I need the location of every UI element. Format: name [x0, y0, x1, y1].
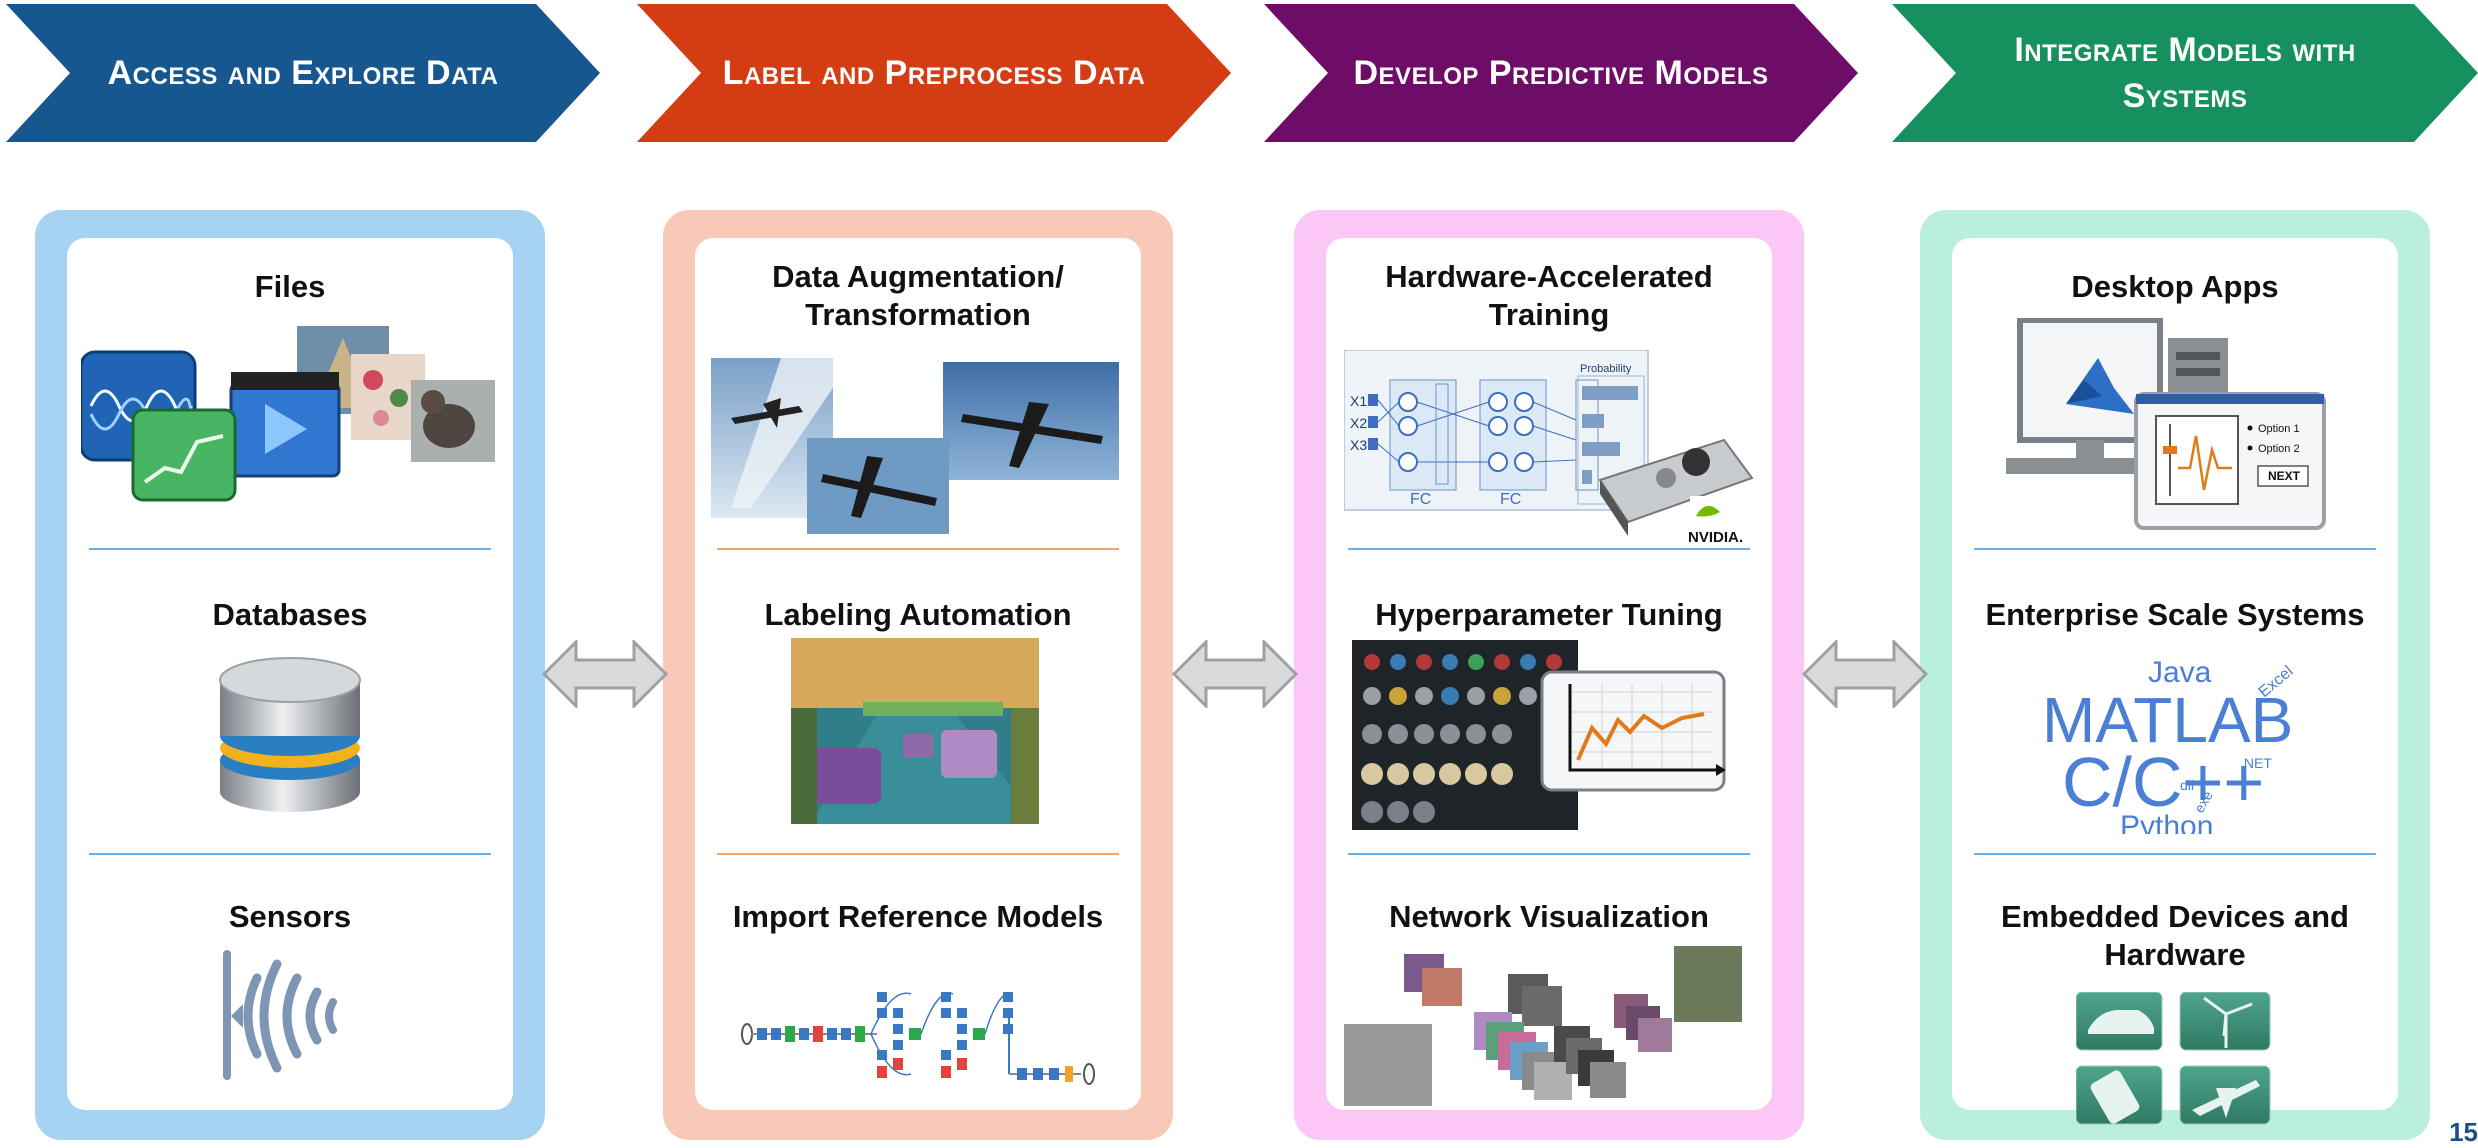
- chevron-shape: [1264, 4, 1858, 142]
- section-divider: [717, 853, 1119, 855]
- app-next-button-label: NEXT: [2268, 469, 2301, 483]
- stage-title: Integrate Models with Systems: [2014, 31, 2356, 115]
- bidirectional-arrow-icon: [1172, 640, 1298, 708]
- section-title-files: Files: [254, 269, 326, 304]
- section-divider: [1348, 548, 1750, 550]
- section-title-desktop-apps: Desktop Apps: [2071, 269, 2279, 304]
- word-cpp: C/C++: [2062, 743, 2264, 821]
- sensor-icon: [223, 950, 337, 1080]
- stage-header-develop: Develop Predictive Models: [1264, 4, 1858, 142]
- network-graph-icon: [741, 992, 1095, 1085]
- section-title-hyperparameter: Hyperparameter Tuning: [1375, 597, 1723, 632]
- page-number: 15: [2449, 1117, 2478, 1147]
- chevron-shape: [6, 4, 600, 142]
- section-divider: [1974, 853, 2376, 855]
- column-panel: Desktop Apps Option 1 Option 2 NEXT Ente…: [1952, 238, 2398, 1125]
- column-panel: Files Databases: [67, 238, 513, 1110]
- chevron-shape: [1892, 4, 2478, 142]
- section-divider: [717, 548, 1119, 550]
- column-label: Data Augmentation/ Transformation Labeli…: [663, 210, 1173, 1140]
- section-title-embedded: Embedded Devices and Hardware: [2000, 899, 2349, 972]
- nn-output-label: Probability: [1580, 363, 1632, 375]
- chevron-shape: [637, 4, 1231, 142]
- word-java: Java: [2148, 656, 2212, 689]
- app-option-label: Option 1: [2258, 423, 2300, 435]
- stage-title: Develop Predictive Models: [1353, 54, 1769, 92]
- stage-title: Access and Explore Data: [107, 54, 499, 92]
- word-python: Python: [2120, 810, 2213, 834]
- nn-input-label: X3: [1350, 437, 1367, 453]
- desktop-app-icon: Option 1 Option 2 NEXT: [2006, 318, 2326, 530]
- section-divider: [89, 853, 491, 855]
- column-panel: Data Augmentation/ Transformation Labeli…: [695, 238, 1141, 1110]
- section-title-enterprise: Enterprise Scale Systems: [1985, 597, 2365, 632]
- section-title-databases: Databases: [212, 597, 368, 632]
- bidirectional-arrow-icon: [1802, 640, 1928, 708]
- mixing-board-chart-icon: [1352, 640, 1726, 830]
- database-icon: [219, 657, 361, 812]
- column-access: Files Databases: [35, 210, 545, 1140]
- column-panel: Hardware-Accelerated Training X1 X2 X3 F…: [1326, 238, 1772, 1110]
- stage-title: Label and Preprocess Data: [722, 54, 1146, 92]
- labeled-road-image-icon: [791, 638, 1039, 824]
- embedded-devices-icon: [2076, 992, 2271, 1125]
- language-word-cloud: Java Excel MATLAB C/C++ .NET dll exe Pyt…: [2042, 656, 2297, 834]
- section-title-sensors: Sensors: [228, 899, 352, 934]
- bidirectional-arrow-icon: [542, 640, 668, 708]
- app-option-label: Option 2: [2258, 443, 2300, 455]
- section-divider: [1348, 853, 1750, 855]
- nn-input-label: X1: [1350, 393, 1367, 409]
- section-title-network-vis: Network Visualization: [1389, 899, 1709, 934]
- files-icon: [81, 326, 495, 502]
- word-matlab: MATLAB: [2042, 684, 2293, 756]
- column-integrate: Desktop Apps Option 1 Option 2 NEXT Ente…: [1920, 210, 2430, 1140]
- stage-header-label: Label and Preprocess Data: [637, 4, 1231, 142]
- section-divider: [1974, 548, 2376, 550]
- word-net: .NET: [2240, 755, 2272, 771]
- airplane-images-icon: [711, 358, 1119, 534]
- neural-network-gpu-icon: X1 X2 X3 FC FC Probability: [1344, 350, 1754, 544]
- stage-header-integrate: Integrate Models with Systems: [1892, 4, 2478, 142]
- stage-header-access: Access and Explore Data: [6, 4, 600, 142]
- section-divider: [89, 548, 491, 550]
- section-title-hw-training: Hardware-Accelerated Training: [1385, 259, 1713, 332]
- column-develop: Hardware-Accelerated Training X1 X2 X3 F…: [1294, 210, 1804, 1140]
- nn-layer-label: FC: [1410, 491, 1431, 508]
- section-title-import-models: Import Reference Models: [732, 899, 1104, 934]
- activation-images-icon: [1344, 946, 1742, 1106]
- nn-input-label: X2: [1350, 415, 1367, 431]
- nn-layer-label: FC: [1500, 491, 1521, 508]
- section-title-augmentation: Data Augmentation/ Transformation: [772, 259, 1064, 332]
- nvidia-logo-text: NVIDIA.: [1688, 529, 1743, 544]
- word-dll: dll: [2180, 777, 2194, 793]
- section-title-labeling: Labeling Automation: [764, 597, 1072, 632]
